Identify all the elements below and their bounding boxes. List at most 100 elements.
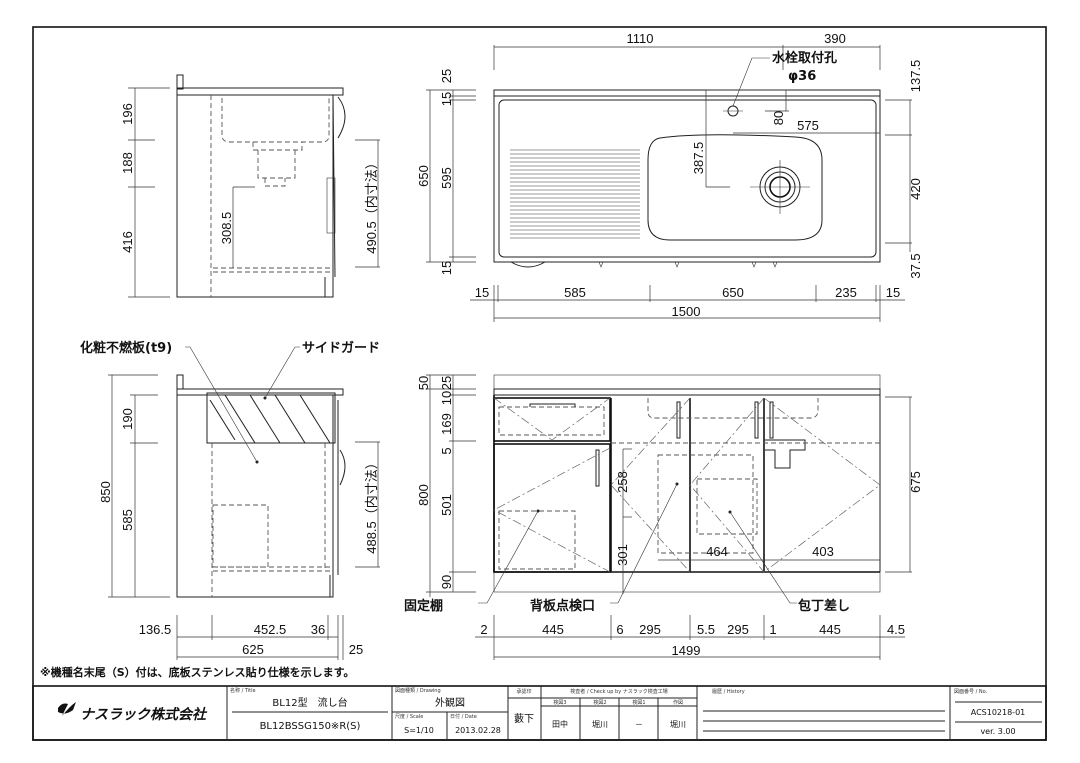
- company-name: ナスラック株式会社: [80, 706, 208, 723]
- dim-295-a: 295: [639, 622, 661, 637]
- check-col-1: 検図1: [632, 699, 645, 706]
- check-col-3: 検図3: [553, 699, 566, 706]
- dim-188: 188: [120, 152, 135, 174]
- dim-575: 575: [797, 118, 819, 133]
- side-view-bottom: 化粧不燃板(t9) サイドガード 190 850 585 488.5（内寸法） …: [40, 340, 380, 679]
- dim-625: 625: [242, 642, 264, 657]
- dim-5-5: 5.5: [697, 622, 715, 637]
- dim-445-left: 445: [542, 622, 564, 637]
- dim-80: 80: [771, 111, 786, 125]
- dim-4-5: 4.5: [887, 622, 905, 637]
- dim-416: 416: [120, 231, 135, 253]
- dim-15-left: 15: [475, 285, 489, 300]
- plan-view: 1110 390 水栓取付孔 φ36 80 575 387.5 650 595 …: [416, 31, 923, 322]
- dim-488-5-inner: 488.5（内寸法）: [364, 456, 379, 554]
- dim-15-bottom: 15: [439, 261, 454, 275]
- dim-390: 390: [824, 31, 846, 46]
- title-block: ナスラック株式会社 名称 / Title BL12型 流し台 BL12BSSG1…: [32, 685, 1047, 741]
- checker-2: 堀川: [592, 720, 608, 729]
- label-fixed-shelf: 固定棚: [404, 598, 443, 614]
- dim-301: 301: [615, 544, 630, 566]
- approval-stamp: 藪下: [514, 712, 534, 725]
- dim-850: 850: [98, 481, 113, 503]
- dim-136-5: 136.5: [139, 622, 172, 637]
- faucet-hole-label: 水栓取付孔: [772, 50, 837, 66]
- dim-190: 190: [120, 408, 135, 430]
- dim-452-5: 452.5: [254, 622, 287, 637]
- scale-caption: 尺度 / Scale: [395, 713, 423, 720]
- drafter: 堀川: [670, 720, 686, 729]
- drainboard-ridges: [510, 149, 640, 239]
- dim-1: 1: [769, 622, 776, 637]
- product-title: BL12型 流し台: [272, 696, 347, 709]
- drawing-number: ACS10218-01: [971, 708, 1026, 717]
- spec-note: ※機種名末尾（S）付は、底板ステンレス貼り仕様を示します。: [40, 665, 355, 679]
- drawing-type: 外観図: [435, 696, 465, 709]
- company-logo: ナスラック株式会社: [58, 702, 208, 723]
- sink-bowl: [647, 134, 823, 241]
- dim-308-5: 308.5: [219, 212, 234, 245]
- side-guard: [206, 392, 336, 444]
- check-col-2: 検図2: [593, 699, 606, 706]
- handle-outline: [337, 96, 346, 139]
- number-caption: 図面番号 / No.: [954, 688, 988, 695]
- date-caption: 日付 / Date: [450, 713, 477, 720]
- dim-10: 10: [439, 391, 454, 405]
- title-caption: 名称 / Title: [230, 687, 256, 694]
- door-left: [493, 443, 611, 573]
- dim-169: 169: [439, 413, 454, 435]
- dim-15-right: 15: [886, 285, 900, 300]
- dim-137-5: 137.5: [908, 60, 923, 93]
- dim-90: 90: [439, 575, 454, 589]
- scale: S=1/10: [404, 726, 434, 735]
- dim-403: 403: [812, 544, 834, 559]
- side-view-top: 196 188 416 308.5 490.5（内寸法）: [120, 74, 380, 298]
- dim-25: 25: [439, 69, 454, 83]
- dim-1499: 1499: [672, 643, 701, 658]
- approval-caption: 承認印: [516, 688, 531, 695]
- dim-585: 585: [564, 285, 586, 300]
- dim-37-5: 37.5: [908, 253, 923, 278]
- dim-1500: 1500: [672, 304, 701, 319]
- check-col-draft: 作図: [673, 699, 683, 706]
- dim-5: 5: [439, 447, 454, 454]
- dim-50: 50: [416, 376, 431, 390]
- dim-2: 2: [480, 622, 487, 637]
- dim-420: 420: [908, 178, 923, 200]
- dim-501: 501: [439, 494, 454, 516]
- drawing-caption: 図面種類 / Drawing: [395, 687, 441, 694]
- dim-235: 235: [835, 285, 857, 300]
- date: 2013.02.28: [455, 726, 501, 735]
- dim-387-5: 387.5: [691, 142, 706, 175]
- history-caption: 履歴 / History: [712, 689, 745, 695]
- checker-3: 田中: [552, 719, 568, 729]
- dim-295-b: 295: [727, 622, 749, 637]
- dim-595: 595: [439, 167, 454, 189]
- front-view: 固定棚 背板点検口 包丁差し 50 25 10 169 5 800 501 90…: [404, 374, 923, 660]
- dim-650-depth: 650: [416, 165, 431, 187]
- dim-6: 6: [616, 622, 623, 637]
- dim-585-height: 585: [120, 509, 135, 531]
- label-side-guard: サイドガード: [302, 341, 380, 356]
- faucet-hole-diameter: φ36: [788, 69, 816, 84]
- label-knife-holder: 包丁差し: [798, 598, 850, 614]
- dim-258: 258: [615, 471, 630, 493]
- model-number: BL12BSSG150※R(S): [260, 721, 361, 732]
- drawer: [493, 397, 611, 442]
- dim-25-side: 25: [349, 642, 363, 657]
- dim-490-5-inner: 490.5（内寸法）: [364, 156, 379, 254]
- dim-675: 675: [908, 471, 923, 493]
- logo-bird-icon: [58, 702, 76, 716]
- dim-464: 464: [706, 544, 728, 559]
- dim-196: 196: [120, 103, 135, 125]
- check-caption: 検査者 / Check up by ナスラック検査工場: [570, 688, 668, 695]
- dim-36: 36: [311, 622, 325, 637]
- dim-650-width: 650: [722, 285, 744, 300]
- dim-800: 800: [416, 484, 431, 506]
- dim-25-front: 25: [439, 376, 454, 390]
- label-decorative-panel: 化粧不燃板(t9): [80, 340, 172, 356]
- version: ver. 3.00: [980, 727, 1015, 736]
- dim-445-right: 445: [819, 622, 841, 637]
- dim-1110: 1110: [627, 31, 654, 46]
